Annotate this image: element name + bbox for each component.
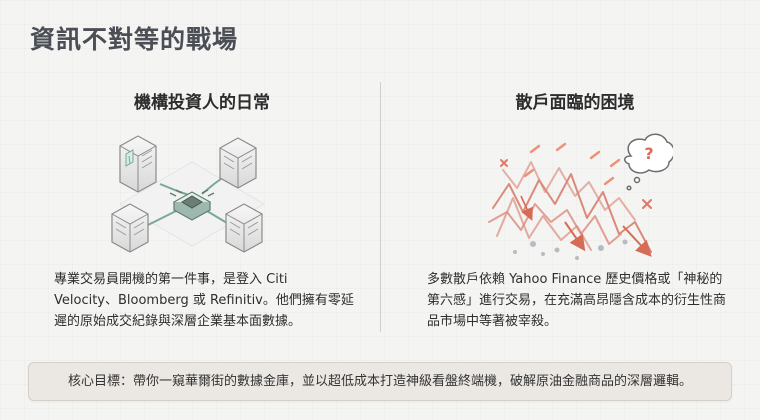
institutional-panel-body: 專業交易員開機的第一件事，是登入 Citi Velocity、Bloomberg… <box>54 272 354 329</box>
center-divider <box>380 82 381 332</box>
page-title: 資訊不對等的戰場 <box>30 25 239 54</box>
institutional-panel-heading: 機構投資人的日常 <box>134 93 270 113</box>
server-network-icon <box>102 126 282 266</box>
retail-panel-heading: 散戶面臨的困境 <box>515 93 635 113</box>
confused-market-chart-icon: ? <box>473 126 675 266</box>
question-mark-text: ? <box>644 144 653 163</box>
retail-panel-body: 多數散戶依賴 Yahoo Finance 歷史價格或「神秘的第六感」進行交易，在… <box>427 272 727 329</box>
core-goal-banner: 核心目標：帶你一窺華爾街的數據金庫，並以超低成本打造神級看盤終端機，破解原油金融… <box>28 362 732 401</box>
